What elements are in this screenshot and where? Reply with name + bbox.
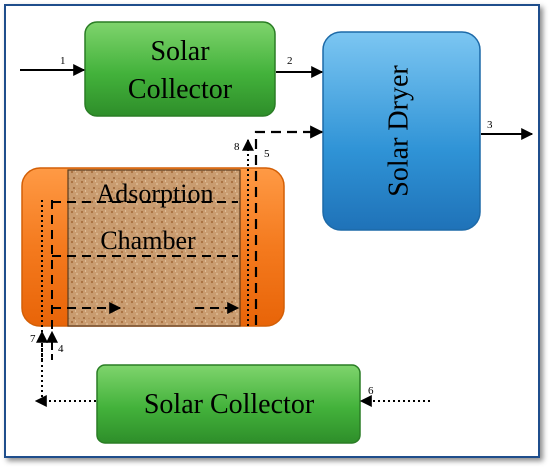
adsorbent-bed bbox=[67, 169, 241, 327]
adsorption-chamber-line1: Adsorption bbox=[97, 179, 214, 208]
adsorption-chamber-block: Adsorption Chamber bbox=[21, 167, 285, 327]
stream-3-arrow: 3 bbox=[481, 119, 534, 140]
solar-collector-top-line1: Solar bbox=[150, 36, 210, 67]
stream-4-arrow: 4 bbox=[46, 330, 64, 360]
stream-2-label: 2 bbox=[287, 55, 293, 67]
solar-dryer-block: Solar Dryer bbox=[322, 31, 481, 231]
stream-7-arrow: 7 bbox=[30, 330, 48, 360]
stream-6-label: 6 bbox=[368, 385, 374, 397]
stream-8-arrow: 8 bbox=[234, 138, 254, 326]
stream-5-label: 5 bbox=[264, 148, 270, 160]
stream-8-label: 8 bbox=[234, 141, 240, 153]
stream-3-label: 3 bbox=[487, 119, 493, 131]
solar-dryer-label: Solar Dryer bbox=[383, 65, 414, 197]
stream-6-arrow: 6 bbox=[34, 385, 430, 407]
solar-collector-top-line2: Collector bbox=[128, 74, 233, 105]
stream-7-label: 7 bbox=[30, 333, 36, 345]
stream-1-label: 1 bbox=[60, 55, 66, 67]
stream-4-label: 4 bbox=[58, 343, 64, 355]
adsorption-chamber-line2: Chamber bbox=[100, 226, 196, 255]
stream-1-arrow: 1 bbox=[20, 55, 86, 76]
stream-2-arrow: 2 bbox=[276, 55, 324, 78]
chamber-internal-flow bbox=[41, 200, 240, 400]
solar-collector-top-block: Solar Collector bbox=[84, 21, 276, 117]
solar-collector-bottom-block: Solar Collector bbox=[96, 364, 361, 444]
solar-collector-bottom-label: Solar Collector bbox=[144, 389, 315, 420]
stream-5-arrow: 5 bbox=[254, 125, 324, 325]
